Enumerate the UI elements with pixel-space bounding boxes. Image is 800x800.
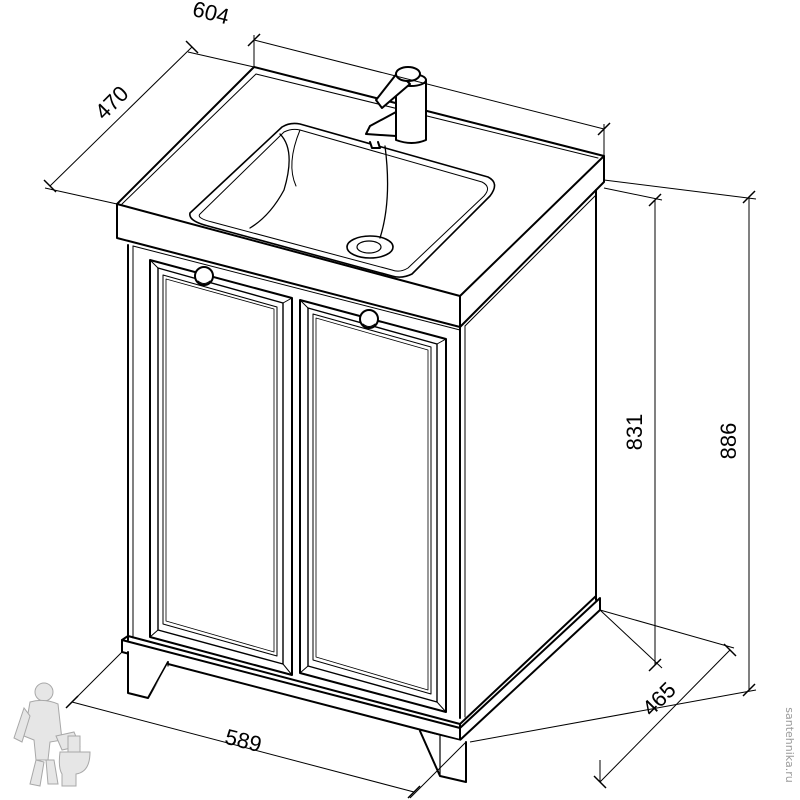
cabinet-plinth [121,595,601,741]
left-door [149,259,293,676]
drain-hole [346,235,394,259]
right-knob [359,309,379,329]
dim-top-width-label: 604 [190,0,232,29]
watermark-text: santehnika.ru [783,707,796,782]
dim-base-width-label: 589 [223,724,265,757]
dim-top-depth-label: 470 [90,81,134,125]
cabinet-legs [127,651,467,783]
plumber-logo [13,682,91,787]
faucet [365,66,427,149]
right-door [299,299,447,713]
dim-total-height-label: 886 [716,423,741,460]
door-knobs [194,266,379,329]
dim-cabinet-height-label: 831 [622,414,647,451]
dimension-lines [43,33,757,799]
cabinet-body [127,189,597,719]
basin-countertop [116,66,605,328]
dim-base-depth-label: 465 [637,677,681,721]
left-knob [194,266,214,286]
